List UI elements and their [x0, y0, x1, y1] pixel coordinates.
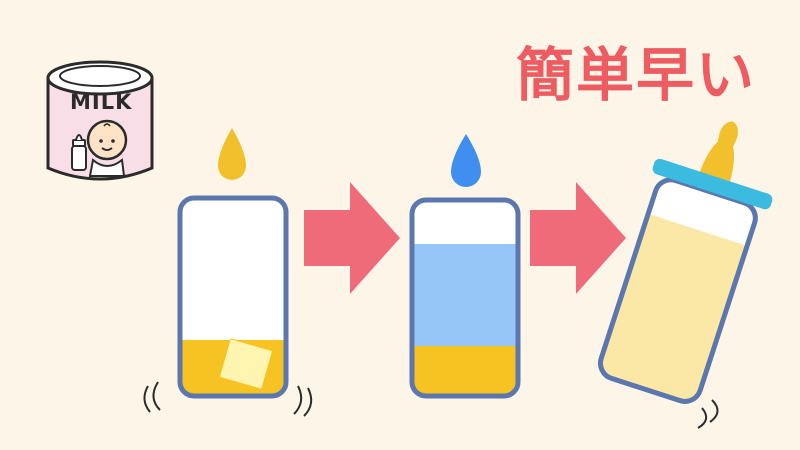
- arrow-right-icon: [304, 182, 400, 294]
- milk-bottle-icon: [597, 121, 773, 404]
- powder-bottle-icon: [143, 128, 313, 417]
- water-bottle-icon: [409, 134, 521, 399]
- arrow-right-icon: [530, 182, 626, 294]
- yellow-drop-icon: [218, 128, 246, 180]
- blue-drop-icon: [451, 134, 481, 187]
- milk-can-label: MILK: [70, 90, 133, 114]
- headline-text: 簡単早い: [516, 41, 757, 109]
- milk-can-icon: [46, 60, 154, 181]
- baby-face-icon: [86, 119, 128, 177]
- small-bottle-icon: [71, 134, 87, 171]
